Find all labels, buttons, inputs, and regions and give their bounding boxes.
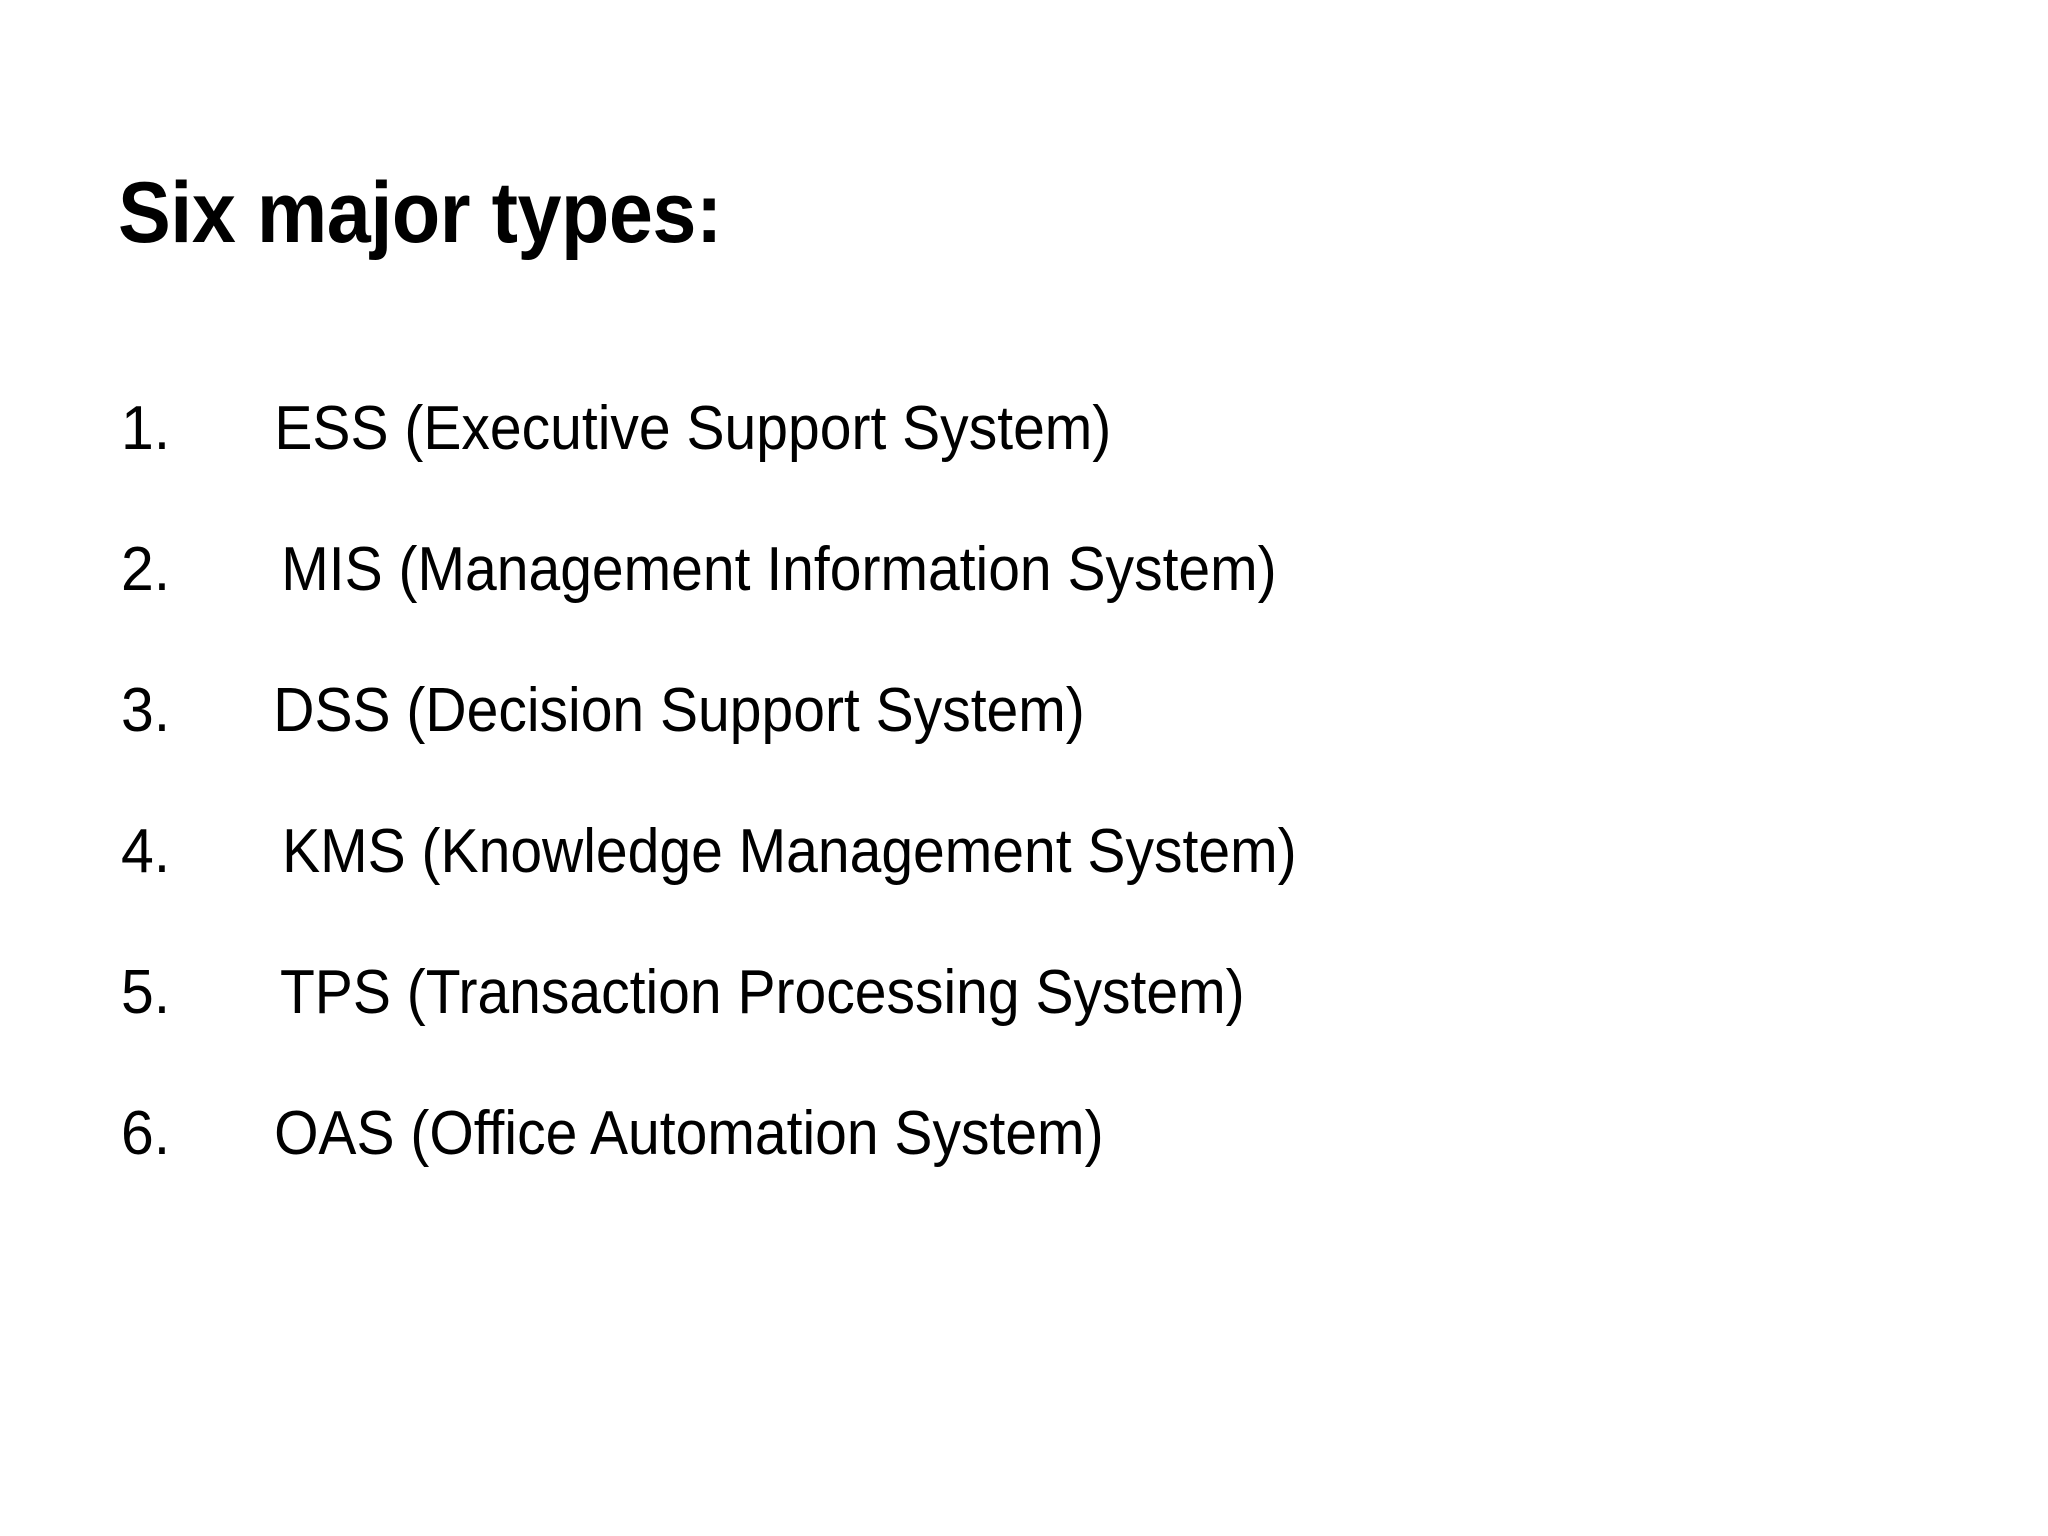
list-item: 4. KMS (Knowledge Management System) bbox=[118, 821, 1938, 962]
list-item: 1. ESS (Executive Support System) bbox=[118, 398, 1938, 539]
list-item-label: ESS (Executive Support System) bbox=[274, 394, 1112, 463]
page-title: Six major types: bbox=[118, 164, 722, 261]
list-item-label: DSS (Decision Support System) bbox=[273, 676, 1085, 745]
list-item-label: OAS (Office Automation System) bbox=[274, 1099, 1104, 1168]
numbered-list: 1. ESS (Executive Support System) 2. MIS… bbox=[118, 398, 1938, 1244]
list-item: 2. MIS (Management Information System) bbox=[118, 539, 1938, 680]
list-item-number: 1. bbox=[121, 394, 171, 463]
list-item-label: MIS (Management Information System) bbox=[281, 535, 1277, 604]
list-item-number: 2. bbox=[121, 535, 171, 604]
list-item-number: 3. bbox=[121, 676, 171, 745]
list-item-number: 5. bbox=[121, 958, 171, 1027]
list-item: 5. TPS (Transaction Processing System) bbox=[118, 962, 1938, 1103]
list-item-label: KMS (Knowledge Management System) bbox=[282, 817, 1297, 886]
list-item: 3. DSS (Decision Support System) bbox=[118, 680, 1938, 821]
list-item-number: 6. bbox=[121, 1099, 171, 1168]
list-item: 6. OAS (Office Automation System) bbox=[118, 1103, 1938, 1244]
list-item-number: 4. bbox=[121, 817, 171, 886]
list-item-label: TPS (Transaction Processing System) bbox=[279, 958, 1245, 1027]
